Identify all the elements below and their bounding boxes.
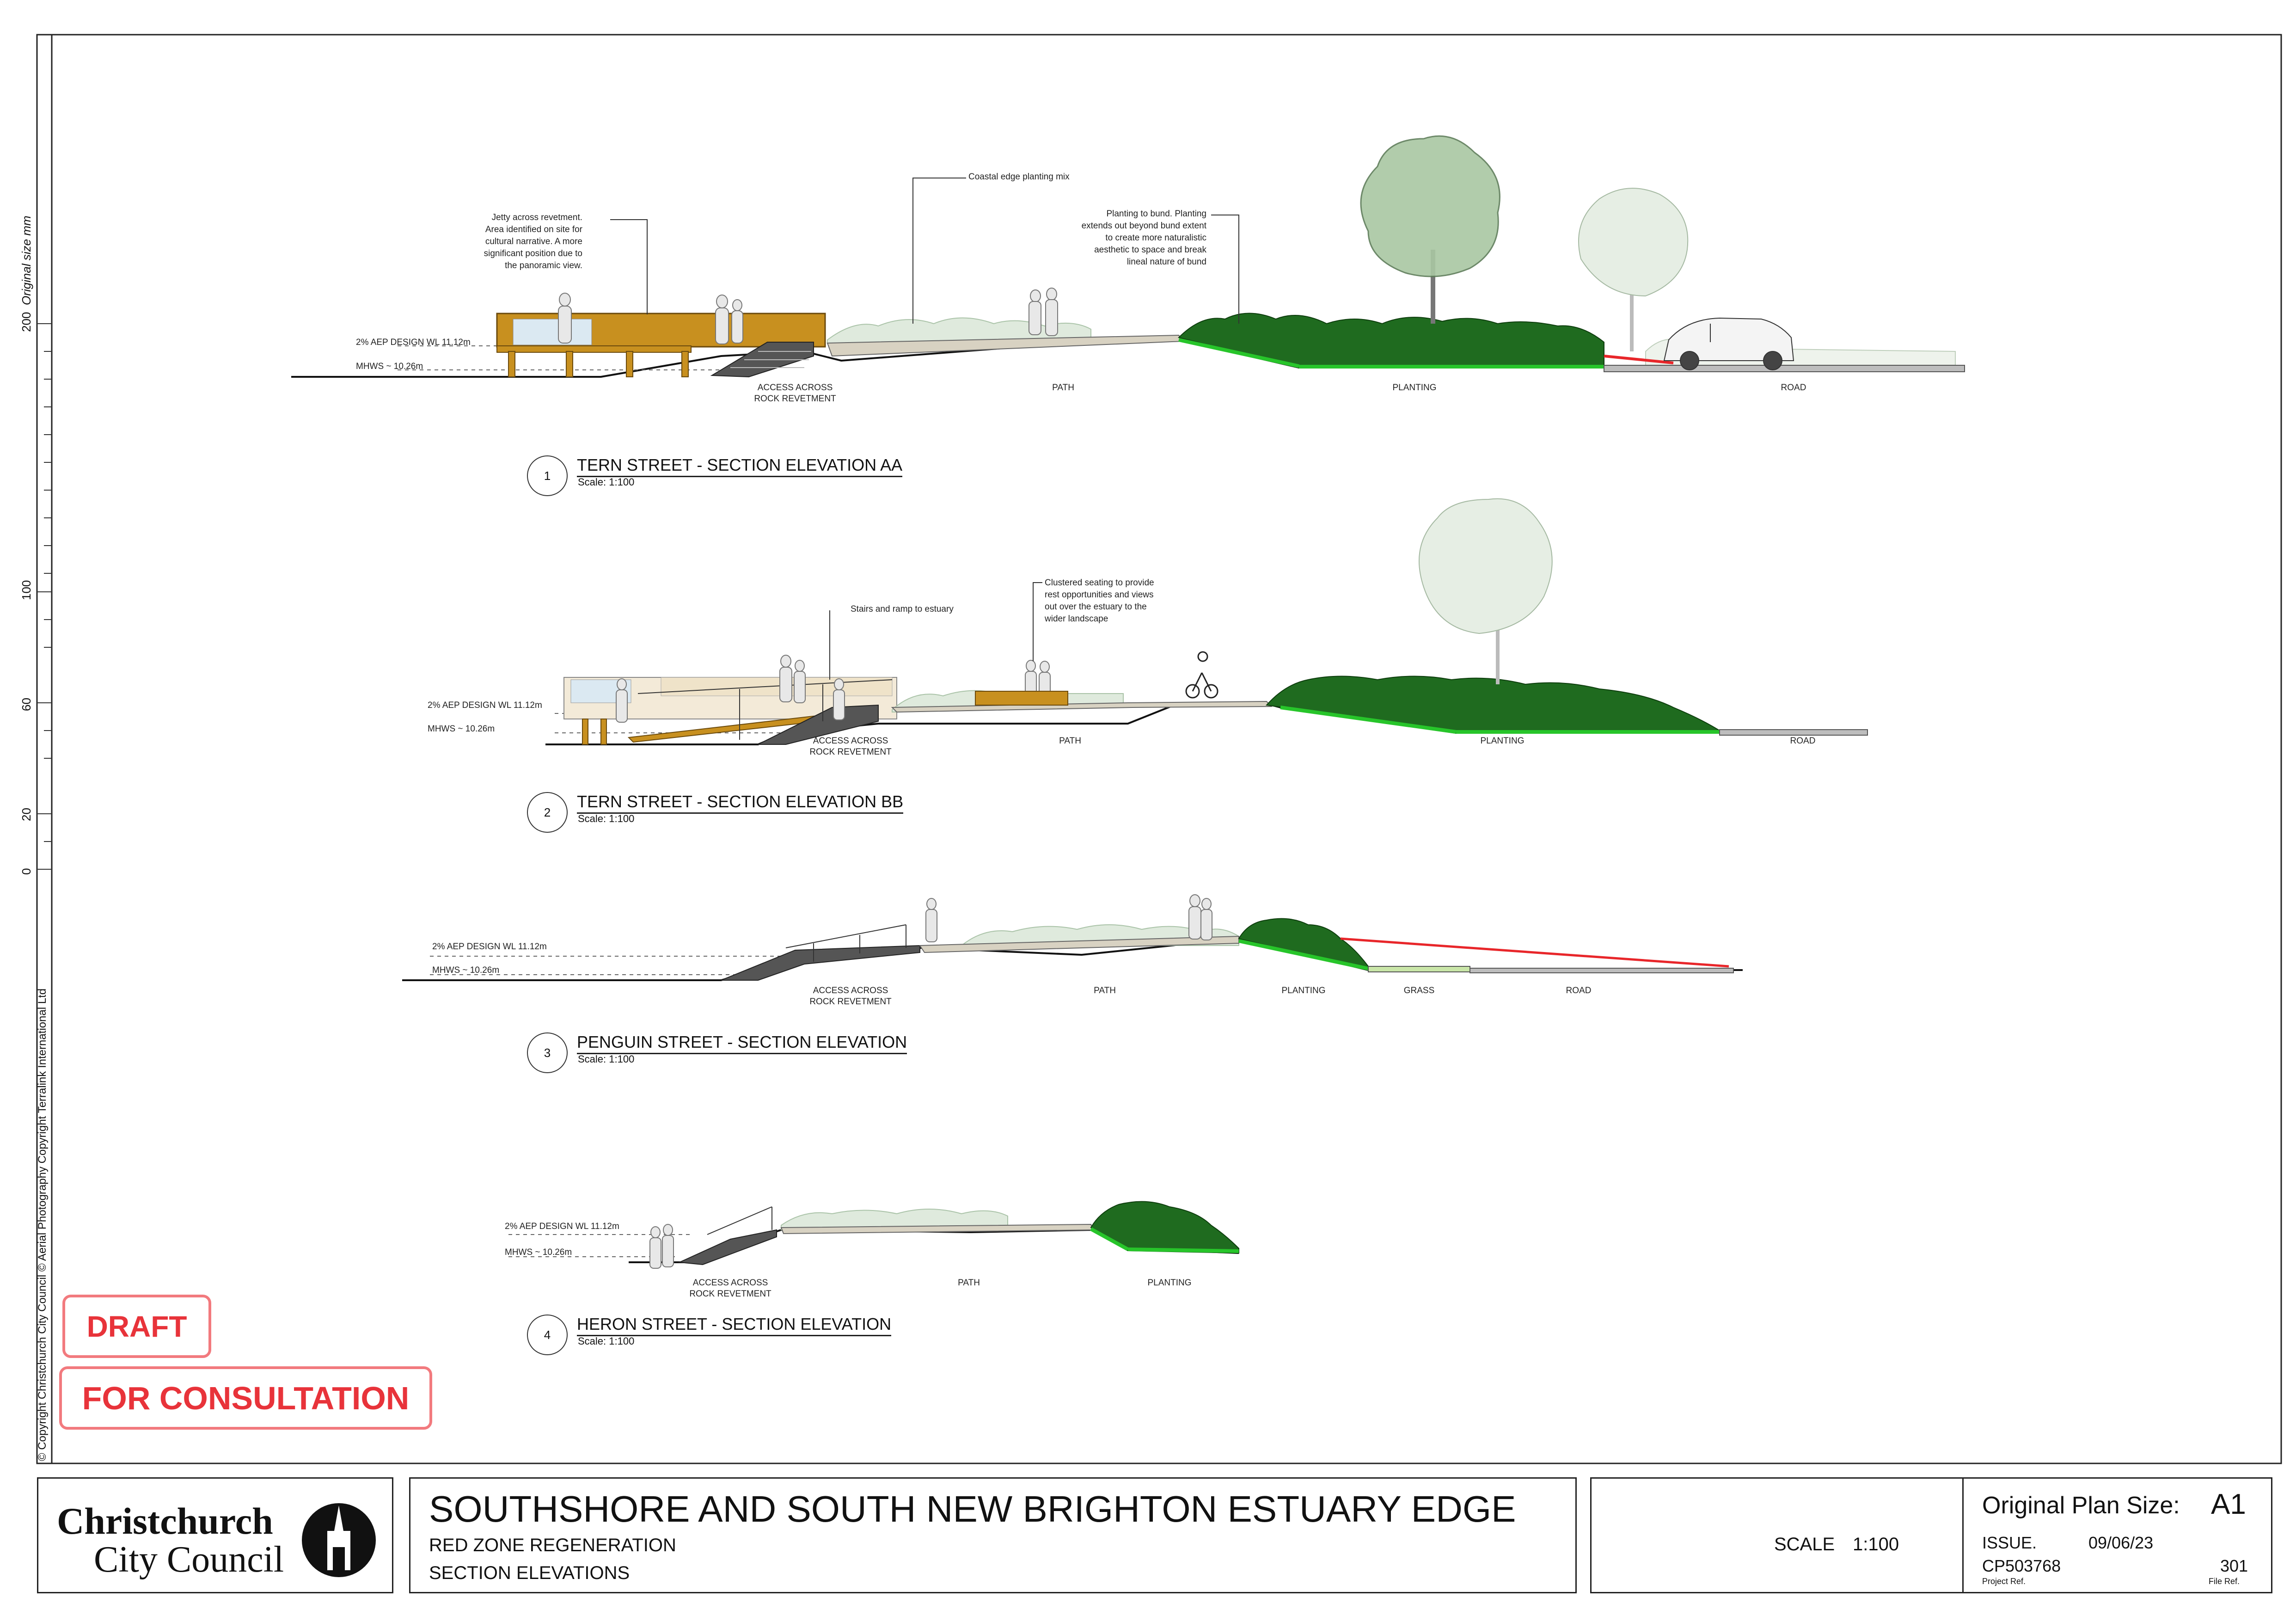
scale-value: 1:100 (1853, 1534, 1899, 1554)
zone-access-2b: ROCK REVETMENT (809, 747, 892, 757)
scale-label: SCALE (1774, 1534, 1835, 1554)
level-design-wl-1: 2% AEP DESIGN WL 11.12m (356, 338, 471, 347)
plan-info-panel: Original Plan Size: A1 ISSUE. 09/06/23 C… (1962, 1477, 2272, 1593)
draft-stamp: DRAFT (62, 1295, 211, 1358)
ruler-tick-60: 60 (19, 698, 33, 711)
zone-road-1: ROAD (1781, 383, 1806, 393)
level-mhws-1: MHWS ~ 10.26m (356, 362, 423, 371)
zone-path-1: PATH (1052, 383, 1074, 393)
sheet-frame (36, 34, 2282, 1464)
cathedral-logo-icon (302, 1503, 376, 1577)
section-title-1: TERN STREET - SECTION ELEVATION AA (577, 455, 903, 477)
ruler-tick-100: 100 (19, 580, 33, 600)
plan-size-value: A1 (2211, 1488, 2246, 1520)
section-title-2: TERN STREET - SECTION ELEVATION BB (577, 792, 904, 814)
project-ref: CP503768 (1982, 1556, 2061, 1575)
section-number-3: 3 (527, 1032, 568, 1073)
zone-path-4: PATH (958, 1278, 980, 1288)
project-ref-label: Project Ref. (1982, 1577, 2026, 1586)
path-surface (919, 935, 1239, 953)
zone-access-1a: ACCESS ACROSS (757, 383, 833, 393)
copyright-notice: © Copyright Christchurch City Council © … (36, 988, 49, 1461)
zone-planting-3: PLANTING (1281, 986, 1326, 995)
road-surface (1719, 729, 1868, 736)
annotation-planting-bund: Planting to bund. Planting extends out b… (1081, 209, 1206, 267)
zone-access-4a: ACCESS ACROSS (692, 1278, 768, 1288)
grass-strip (1368, 966, 1470, 972)
level-mhws-2: MHWS ~ 10.26m (428, 724, 495, 734)
zone-road-3: ROAD (1566, 986, 1592, 995)
zone-access-2a: ACCESS ACROSS (813, 736, 888, 746)
section-1-drawing (291, 135, 1965, 378)
scale-panel: SCALE 1:100 (1590, 1477, 1977, 1593)
annotation-stairs-ramp: Stairs and ramp to estuary (851, 604, 954, 614)
zone-access-4b: ROCK REVETMENT (689, 1289, 771, 1299)
zone-path-2: PATH (1059, 736, 1081, 746)
level-mhws-3: MHWS ~ 10.26m (432, 965, 500, 975)
ruler-label: Original size mm (19, 215, 33, 305)
zone-grass-3: GRASS (1403, 986, 1435, 995)
issue-label: ISSUE. (1982, 1533, 2037, 1552)
annotation-coastal-planting: Coastal edge planting mix (968, 172, 1070, 182)
section-title-3: PENGUIN STREET - SECTION ELEVATION (577, 1032, 907, 1054)
zone-access-1b: ROCK REVETMENT (754, 394, 836, 404)
section-title-4: HERON STREET - SECTION ELEVATION (577, 1315, 892, 1336)
file-ref-label: File Ref. (2209, 1577, 2240, 1586)
ruler-tick-200: 200 (19, 312, 33, 332)
logo-text-line2: City Council (94, 1539, 284, 1580)
ruler-tick-0: 0 (19, 868, 33, 875)
road-surface (1604, 365, 1965, 372)
level-mhws-4: MHWS ~ 10.26m (505, 1247, 572, 1257)
section-2-drawing (545, 498, 1868, 745)
project-subtitle-2: SECTION ELEVATIONS (429, 1563, 630, 1583)
ruler-tick-20: 20 (19, 808, 33, 821)
car (1663, 317, 1794, 370)
logo-text-line1: Christchurch (57, 1500, 273, 1542)
path-surface (891, 700, 1273, 713)
leader-lines (610, 178, 1239, 680)
rock-revetment (758, 704, 879, 745)
plan-size-label: Original Plan Size: (1982, 1492, 2180, 1519)
project-subtitle-1: RED ZONE REGENERATION (429, 1535, 676, 1555)
project-title-panel: SOUTHSHORE AND SOUTH NEW BRIGHTON ESTUAR… (409, 1477, 1577, 1593)
clustered-seating (975, 691, 1068, 706)
consultation-stamp: FOR CONSULTATION (59, 1366, 432, 1430)
section-scale-3: Scale: 1:100 (578, 1053, 635, 1065)
section-scale-2: Scale: 1:100 (578, 813, 635, 824)
zone-access-3b: ROCK REVETMENT (809, 997, 892, 1007)
project-title: SOUTHSHORE AND SOUTH NEW BRIGHTON ESTUAR… (429, 1488, 1516, 1530)
level-design-wl-4: 2% AEP DESIGN WL 11.12m (505, 1222, 619, 1231)
section-scale-4: Scale: 1:100 (578, 1335, 635, 1347)
rock-revetment (678, 1229, 777, 1266)
zone-road-2: ROAD (1790, 736, 1816, 746)
rock-revetment (721, 945, 920, 981)
section-number-4: 4 (527, 1315, 568, 1355)
zone-path-3: PATH (1094, 986, 1116, 995)
ruler-ticks (37, 323, 52, 870)
road-surface (1469, 968, 1734, 973)
zone-planting-2: PLANTING (1480, 736, 1525, 746)
annotation-jetty: Jetty across revetment. Area identified … (484, 213, 582, 270)
section-3-drawing (402, 894, 1743, 981)
section-number-1: 1 (527, 455, 568, 496)
tree-canopy (1360, 135, 1500, 277)
level-design-wl-3: 2% AEP DESIGN WL 11.12m (432, 942, 547, 952)
zone-access-3a: ACCESS ACROSS (813, 986, 888, 995)
file-ref: 301 (2220, 1556, 2248, 1575)
issue-date: 09/06/23 (2088, 1533, 2154, 1552)
logo-panel: Christchurch City Council (37, 1477, 393, 1593)
level-design-wl-2: 2% AEP DESIGN WL 11.12m (428, 700, 542, 710)
section-scale-1: Scale: 1:100 (578, 476, 635, 488)
section-4-drawing (508, 1201, 1239, 1269)
zone-planting-4: PLANTING (1147, 1278, 1192, 1288)
zone-planting-1: PLANTING (1392, 383, 1437, 393)
section-number-2: 2 (527, 792, 568, 833)
annotation-clustered-seating: Clustered seating to provide rest opport… (1045, 578, 1154, 624)
